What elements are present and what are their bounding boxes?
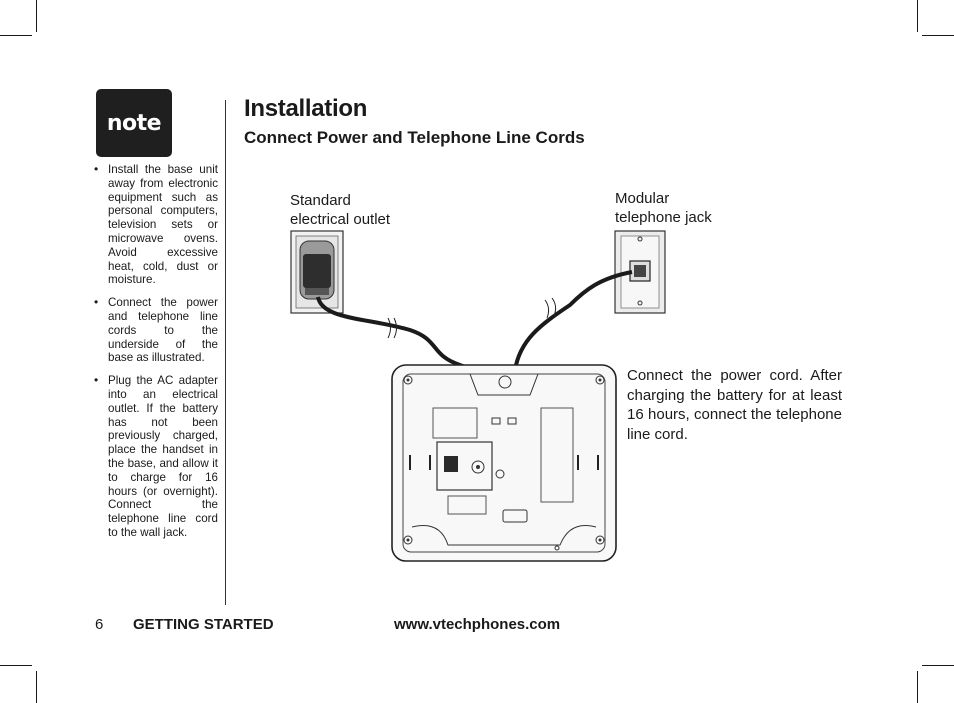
outlet-label: Standard electrical outlet: [290, 192, 391, 228]
crop-mark: [922, 665, 954, 666]
column-divider: [225, 100, 226, 605]
footer-website[interactable]: www.vtechphones.com: [394, 616, 561, 633]
page-number: 6: [95, 616, 104, 633]
jack-label: Modular telephone jack: [615, 190, 712, 226]
connection-description: Connect the power cord. After charging t…: [627, 367, 842, 443]
crop-mark: [917, 671, 918, 703]
crop-mark: [36, 0, 37, 32]
cord-break-mark: [387, 317, 397, 339]
base-unit-underside: [391, 364, 617, 562]
crop-mark: [922, 35, 954, 36]
cord-break-mark: [544, 297, 557, 319]
note-item: Plug the AC adapter into an electrical o…: [94, 374, 218, 540]
note-badge-label: note: [106, 110, 162, 136]
telephone-jack-illustration: [614, 230, 666, 314]
section-subtitle: Connect Power and Telephone Line Cords: [244, 128, 585, 147]
crop-mark: [917, 0, 918, 32]
page-title: Installation: [244, 95, 368, 122]
notes-list: Install the base unit away from electron…: [94, 163, 218, 549]
note-item: Install the base unit away from electron…: [94, 163, 218, 287]
electrical-outlet-illustration: [290, 230, 344, 314]
note-badge: note: [96, 89, 172, 157]
crop-mark: [0, 35, 32, 36]
footer-section: GETTING STARTED: [133, 616, 274, 633]
crop-mark: [36, 671, 37, 703]
note-item: Connect the power and telephone line cor…: [94, 296, 218, 365]
crop-mark: [0, 665, 32, 666]
